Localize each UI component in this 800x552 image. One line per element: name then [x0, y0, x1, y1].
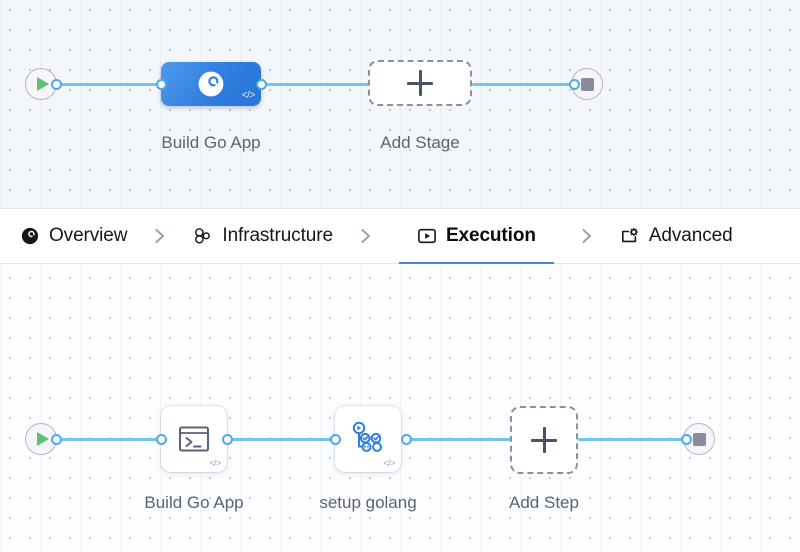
- github-action-icon: [352, 421, 382, 452]
- step-canvas[interactable]: </> </>: [0, 264, 800, 552]
- step-node-build-go-app[interactable]: </>: [161, 406, 227, 472]
- stage-start-port[interactable]: [51, 78, 62, 90]
- step-start-port[interactable]: [51, 433, 62, 445]
- step-setup-input-port[interactable]: [330, 433, 341, 445]
- pipeline-tab-bar: Overview Infrastructure: [0, 208, 800, 265]
- step-node-label-build: Build Go App: [144, 493, 244, 512]
- add-step-label: Add Step: [509, 493, 579, 512]
- play-icon: [37, 77, 49, 91]
- step-edge-add-to-end[interactable]: [578, 437, 685, 441]
- add-stage-label: Add Stage: [380, 133, 460, 152]
- step-code-badge: </>: [209, 458, 221, 468]
- tab-advanced[interactable]: Advanced: [620, 209, 733, 264]
- tab-separator-3: [580, 226, 594, 246]
- stage-node-label: Build Go App: [161, 133, 261, 152]
- chevron-right-icon: [155, 228, 165, 244]
- tab-execution[interactable]: Execution: [398, 209, 554, 265]
- add-step-button[interactable]: [510, 406, 578, 474]
- stage-code-badge: </>: [241, 90, 256, 101]
- plus-icon: [531, 427, 557, 453]
- pipeline-stage-icon: [198, 71, 224, 97]
- stop-icon: [692, 432, 706, 446]
- pipeline-overview-icon: [20, 226, 40, 246]
- tab-execution-label: Execution: [445, 225, 536, 246]
- advanced-gear-icon: [620, 226, 640, 246]
- tab-overview[interactable]: Overview: [20, 209, 127, 264]
- step-node-label-setup: setup golang: [319, 493, 417, 512]
- chevron-right-icon: [361, 228, 370, 244]
- add-stage-button[interactable]: [368, 60, 472, 106]
- stop-icon: [580, 77, 594, 91]
- tab-advanced-label: Advanced: [648, 225, 733, 246]
- tab-separator-1: [153, 226, 167, 246]
- stage-node-build-go-app[interactable]: </>: [161, 62, 261, 106]
- infrastructure-nodes-icon: [193, 226, 213, 246]
- terminal-icon: [179, 426, 209, 452]
- step-build-input-port[interactable]: [156, 433, 167, 445]
- stage-edge-start-to-build[interactable]: [58, 82, 163, 86]
- setup-golang-code-badge: </>: [383, 458, 395, 468]
- play-icon: [37, 432, 49, 446]
- step-edge-build-to-setup[interactable]: [229, 437, 337, 441]
- stage-end-port[interactable]: [569, 78, 580, 90]
- plus-icon: [407, 70, 433, 96]
- step-edge-setup-to-add[interactable]: [408, 437, 511, 441]
- execution-play-icon: [417, 226, 437, 246]
- step-setup-output-port[interactable]: [401, 433, 412, 445]
- tab-separator-2: [359, 226, 373, 246]
- step-end-port[interactable]: [681, 433, 692, 445]
- tab-infrastructure[interactable]: Infrastructure: [193, 209, 333, 264]
- stage-edge-add-to-end[interactable]: [472, 82, 575, 86]
- step-node-setup-golang[interactable]: </>: [335, 406, 401, 472]
- step-edge-start-to-build[interactable]: [58, 437, 158, 441]
- stage-canvas[interactable]: </> Build Go App Add Stage: [0, 0, 800, 208]
- stage-build-input-port[interactable]: [156, 78, 167, 90]
- step-build-output-port[interactable]: [222, 433, 233, 445]
- stage-build-output-port[interactable]: [256, 78, 267, 90]
- tab-infrastructure-label: Infrastructure: [222, 225, 333, 246]
- stage-edge-build-to-add[interactable]: [263, 82, 371, 86]
- tab-overview-label: Overview: [49, 225, 128, 246]
- chevron-right-icon: [582, 228, 591, 244]
